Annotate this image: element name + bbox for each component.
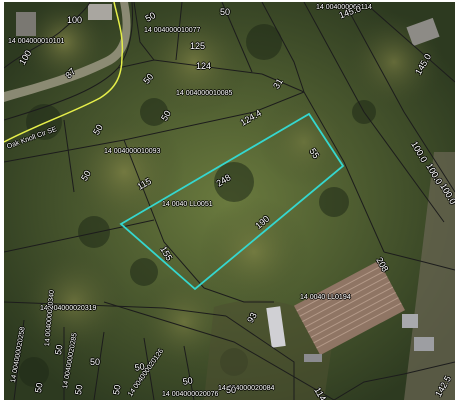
parcel-id-label: 14 004000060114 (316, 4, 372, 11)
dimension-label: 50 (133, 361, 146, 373)
dimension-label: 50 (73, 383, 85, 396)
dimension-label: 125 (190, 41, 206, 51)
parcel-id-label: 14 004000020319 (40, 305, 97, 312)
dimension-label: 124 (196, 61, 212, 71)
subject-parcel-outline[interactable] (119, 112, 345, 291)
dimension-label: 50 (181, 375, 194, 387)
dimension-label: 50 (111, 383, 123, 396)
dimension-label: 50 (220, 7, 231, 17)
dimension-label: 100 (67, 15, 83, 25)
parcel-id-label: 14 004000010085 (176, 90, 233, 97)
road-centerline (4, 2, 124, 143)
parcel-boundary-lines (4, 2, 455, 400)
parcel-id-label: 14 004000010077 (144, 27, 201, 34)
parcel-id-label: 14 004000010093 (104, 148, 161, 155)
parcel-id-label: 14 004000010101 (8, 38, 65, 45)
dimension-label: 50 (226, 385, 237, 395)
aerial-imagery (4, 2, 455, 400)
dimension-label: 50 (90, 357, 101, 367)
parcel-id-label: 14 004000020084 (218, 385, 275, 392)
subject-parcel-id: 14 0040 LL0051 (162, 201, 213, 208)
parcel-id-label: 14 004000020076 (162, 391, 219, 398)
parcel-id-label: 14 0040 LL0194 (300, 294, 351, 301)
metal-roof-building (293, 260, 405, 356)
dimension-label: 50 (33, 381, 45, 394)
aerial-parcel-map[interactable]: Oak Knoll Cir SE 14 0040 LL0051 248 55 1… (4, 2, 455, 400)
dimension-label: 50 (53, 343, 65, 356)
